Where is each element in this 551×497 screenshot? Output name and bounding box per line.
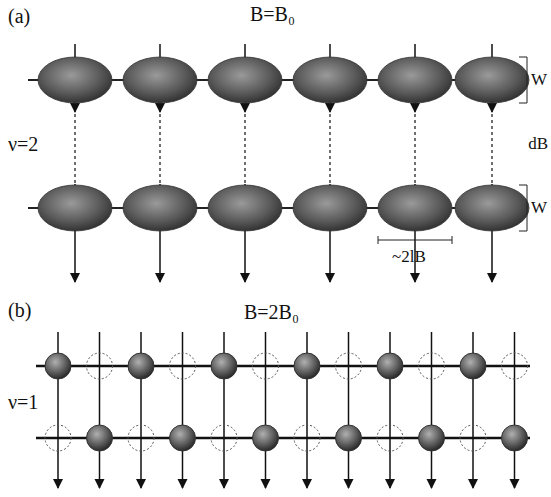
spacing-bracket bbox=[378, 236, 452, 244]
electron-ellipse bbox=[123, 57, 197, 103]
electron-ellipse bbox=[123, 185, 197, 231]
field-line-dashed bbox=[74, 114, 75, 184]
field-line-dashed bbox=[329, 114, 330, 184]
empty-site bbox=[336, 353, 362, 379]
chain-line bbox=[36, 365, 530, 368]
filled-site bbox=[253, 425, 279, 451]
panel-label: (b) bbox=[8, 300, 31, 320]
field-arrow bbox=[514, 332, 516, 488]
empty-site bbox=[294, 425, 320, 451]
electron-ellipse bbox=[208, 185, 282, 231]
empty-site bbox=[377, 425, 403, 451]
electron-ellipse bbox=[208, 57, 282, 103]
filled-site bbox=[45, 353, 71, 379]
empty-site bbox=[211, 425, 237, 451]
field-line-dashed bbox=[244, 114, 245, 184]
width-bracket bbox=[519, 185, 527, 231]
filling-label: ν=2 bbox=[8, 134, 38, 154]
field-line-dashed bbox=[159, 114, 160, 184]
electron-ellipse bbox=[378, 57, 452, 103]
field-line-dashed bbox=[414, 114, 415, 184]
electron-ellipse bbox=[293, 57, 367, 103]
filled-site bbox=[502, 425, 528, 451]
empty-site bbox=[419, 353, 445, 379]
empty-site bbox=[502, 353, 528, 379]
field-arrow bbox=[99, 332, 101, 488]
field-arrow bbox=[182, 332, 184, 488]
distance-label: dB bbox=[528, 135, 548, 152]
electron-ellipse bbox=[378, 185, 452, 231]
field-label: B=2B₀ bbox=[244, 302, 299, 322]
filling-label: ν=1 bbox=[8, 392, 38, 412]
filled-site bbox=[87, 425, 113, 451]
electron-ellipse bbox=[38, 57, 112, 103]
spacing-label: ~2lB bbox=[392, 248, 426, 265]
filled-site bbox=[294, 353, 320, 379]
empty-site bbox=[253, 353, 279, 379]
electron-ellipse bbox=[455, 185, 529, 231]
filled-site bbox=[336, 425, 362, 451]
empty-site bbox=[460, 425, 486, 451]
width-label: W bbox=[531, 71, 547, 88]
filled-site bbox=[419, 425, 445, 451]
field-label: B=B₀ bbox=[250, 4, 295, 24]
panel-a bbox=[28, 44, 529, 282]
field-arrow bbox=[431, 332, 433, 488]
filled-site bbox=[377, 353, 403, 379]
empty-site bbox=[45, 425, 71, 451]
width-bracket bbox=[519, 57, 527, 103]
empty-site bbox=[87, 353, 113, 379]
electron-ellipse bbox=[293, 185, 367, 231]
filled-site bbox=[211, 353, 237, 379]
width-label: W bbox=[531, 199, 547, 216]
empty-site bbox=[128, 425, 154, 451]
filled-site bbox=[460, 353, 486, 379]
filled-site bbox=[128, 353, 154, 379]
field-line-dashed bbox=[491, 114, 492, 184]
field-arrow bbox=[265, 332, 267, 488]
electron-ellipse bbox=[38, 185, 112, 231]
electron-ellipse bbox=[455, 57, 529, 103]
panel-label: (a) bbox=[8, 6, 30, 26]
filled-site bbox=[170, 425, 196, 451]
panel-b bbox=[36, 332, 530, 488]
field-arrow bbox=[348, 332, 350, 488]
empty-site bbox=[170, 353, 196, 379]
